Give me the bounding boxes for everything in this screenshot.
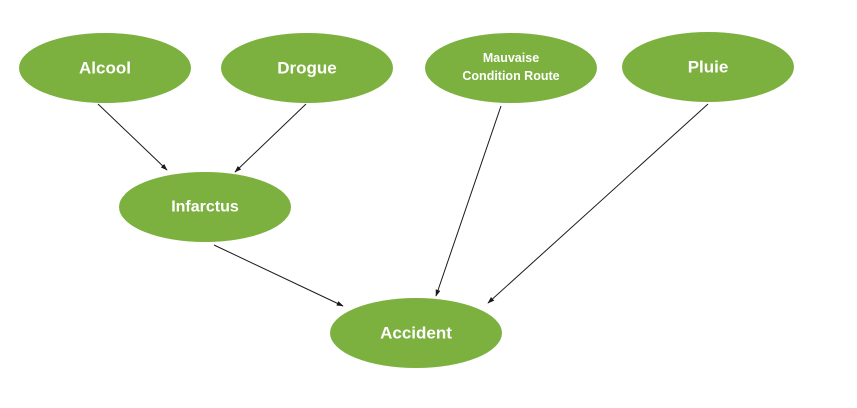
- node-accident-label: Accident: [380, 324, 452, 343]
- edges: [97, 103, 709, 307]
- node-alcool-label: Alcool: [79, 59, 131, 78]
- node-alcool[interactable]: Alcool: [19, 33, 191, 103]
- edge-alcool-to-infarctus: [97, 103, 168, 171]
- node-mauvaise-condition-route[interactable]: Mauvaise Condition Route: [425, 33, 597, 103]
- node-drogue-shape: [221, 33, 393, 103]
- node-alcool-shape: [19, 33, 191, 103]
- node-pluie-label: Pluie: [688, 58, 729, 77]
- edge-infarctus-to-accident: [213, 244, 344, 307]
- edge-drogue-to-infarctus: [234, 103, 307, 173]
- node-pluie[interactable]: Pluie: [622, 32, 794, 102]
- node-pluie-shape: [622, 32, 794, 102]
- node-drogue[interactable]: Drogue: [221, 33, 393, 103]
- node-accident[interactable]: Accident: [330, 298, 502, 368]
- edge-pluie-to-accident: [487, 103, 709, 304]
- edge-mauvaise-to-accident: [435, 105, 502, 297]
- node-drogue-label: Drogue: [277, 59, 337, 78]
- node-mauvaise-shape: [425, 33, 597, 103]
- node-mauvaise-label-line2: Condition Route: [462, 69, 559, 83]
- node-mauvaise-label-line1: Mauvaise: [483, 51, 539, 65]
- node-accident-shape: [330, 298, 502, 368]
- node-infarctus-label: Infarctus: [171, 199, 239, 216]
- node-infarctus-shape: [119, 172, 291, 242]
- node-infarctus[interactable]: Infarctus: [119, 172, 291, 242]
